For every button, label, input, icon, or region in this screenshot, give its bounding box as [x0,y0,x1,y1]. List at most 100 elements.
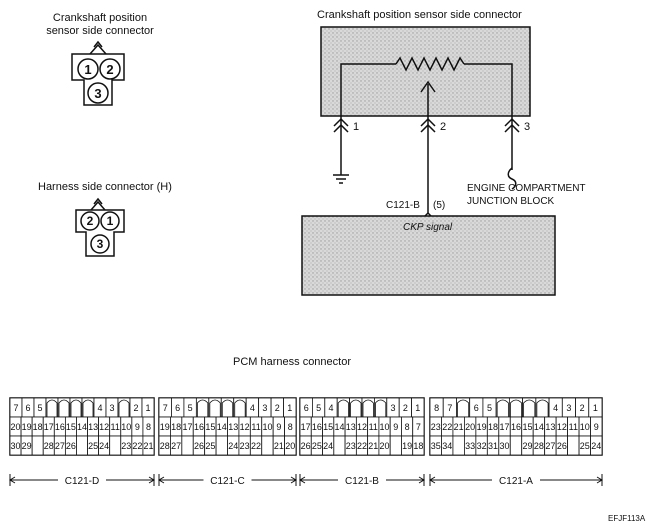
pcm-cavity [523,399,536,417]
pcm-pin-number: 5 [37,403,42,413]
pcm-cavity [118,399,130,417]
pcm-pin-number: 23 [431,422,441,432]
pcm-pin-number: 9 [393,422,398,432]
pcm-pin-number: 26 [557,441,567,451]
pcm-empty-cell [456,397,471,418]
pcm-empty-cell [261,435,274,456]
wire-pin-2-label: 2 [440,121,447,133]
pcm-empty-cell [333,435,346,456]
pcm-pin-number: 6 [304,403,309,413]
pcm-pin-number: 8 [146,422,151,432]
pcm-cavity [509,399,523,417]
pcm-pin-number: 22 [442,422,452,432]
pcm-pin-number: 15 [323,422,333,432]
pcm-pin-number: 27 [171,441,181,451]
pcm-connector-name: C121-C [210,476,244,487]
pcm-box [301,215,556,296]
pcm-pin-cell [590,435,603,456]
pcm-empty-cell [117,397,131,418]
pcm-pin-number: 6 [175,403,180,413]
pcm-cavity [58,399,70,417]
pcm-pin-number: 15 [66,422,76,432]
pcm-pin-number: 14 [534,422,544,432]
pcm-pin-number: 7 [447,403,452,413]
pcm-pin-number: 14 [217,422,227,432]
figure-id: EFJF113A [608,514,646,523]
pcm-pin-number: 23 [346,441,356,451]
pcm-cavity [457,399,470,417]
pcm-cavity [362,399,374,417]
pcm-pin-number: 3 [566,403,571,413]
pcm-pin-number: 13 [88,422,98,432]
pcm-pin-number: 27 [545,441,555,451]
pcm-pin-number: 4 [328,403,333,413]
pcm-pin-number: 35 [431,441,441,451]
pcm-pin-number: 20 [380,441,390,451]
pcm-pin-number: 16 [312,422,322,432]
pcm-dimension-line [158,476,165,484]
pcm-pin-number: 22 [357,441,367,451]
pcm-pin-number: 28 [44,441,54,451]
pcm-pin-number: 7 [13,403,18,413]
pcm-pin-number: 17 [301,422,311,432]
pcm-pin-number: 12 [357,422,367,432]
pcm-pin-number: 12 [240,422,250,432]
pcm-dimension-line [9,476,16,484]
schematic-sensor-title: Crankshaft position sensor side connecto… [317,9,522,21]
pcm-pin-number: 19 [477,422,487,432]
pcm-dimension-line [429,476,436,484]
pcm-pin-number: 18 [488,422,498,432]
pcm-pin-number: 2 [275,403,280,413]
pcm-pin-number: 28 [160,441,170,451]
pcm-pin-number: 25 [205,441,215,451]
pcm-pin-number: 3 [390,403,395,413]
pcm-pin-number: 18 [33,422,43,432]
pcm-pin-number: 27 [55,441,65,451]
pcm-pin-number: 23 [121,441,131,451]
pcm-cavity [221,399,234,417]
pcm-pin-number: 19 [402,441,412,451]
pcm-pin-number: 15 [522,422,532,432]
pcm-connector-title: PCM harness connector [233,356,351,368]
pcm-pin-number: 17 [183,422,193,432]
pcm-empty-cell [389,435,402,456]
pcm-pin-number: 1 [415,403,420,413]
pcm-pin-number: 22 [132,441,142,451]
sensor-pin-1: 1 [84,62,92,77]
pcm-pin-number: 24 [228,441,238,451]
pcm-pin-number: 9 [276,422,281,432]
harness-pin-2: 2 [86,214,94,228]
pcm-connector-name: C121-A [499,476,533,487]
pcm-empty-cell [69,397,83,418]
pcm-empty-cell [452,435,465,456]
pcm-connector-name: C121-B [345,476,379,487]
pcm-pin-number: 26 [194,441,204,451]
pcm-pin-cell [284,435,297,456]
pcm-pin-number: 5 [188,403,193,413]
pcm-pin-number: 3 [262,403,267,413]
pcm-cavity [82,399,94,417]
pcm-pin-number: 8 [405,422,410,432]
pcm-cavity [337,399,349,417]
pcm-pin-number: 5 [316,403,321,413]
pcm-pin-number: 28 [534,441,544,451]
pcm-pin-number: 25 [312,441,322,451]
sensor-connector-title: Crankshaft position sensor side connecto… [40,12,160,38]
pcm-empty-cell [109,435,122,456]
pcm-empty-cell [208,397,222,418]
pcm-pin-number: 13 [346,422,356,432]
junction-block-line1: ENGINE COMPARTMENT [467,183,586,194]
pcm-pin-number: 5 [487,403,492,413]
pcm-pin-number: 31 [488,441,498,451]
pcm-pin-number: 2 [580,403,585,413]
sensor-connector-outline [71,40,125,106]
pcm-pin-number: 20 [465,422,475,432]
pcm-pin-number: 21 [274,441,284,451]
pcm-empty-cell [181,435,194,456]
pcm-empty-cell [336,397,351,418]
harness-pin-1: 1 [106,214,114,228]
pcm-pin-number: 1 [145,403,150,413]
pcm-empty-cell [361,397,375,418]
